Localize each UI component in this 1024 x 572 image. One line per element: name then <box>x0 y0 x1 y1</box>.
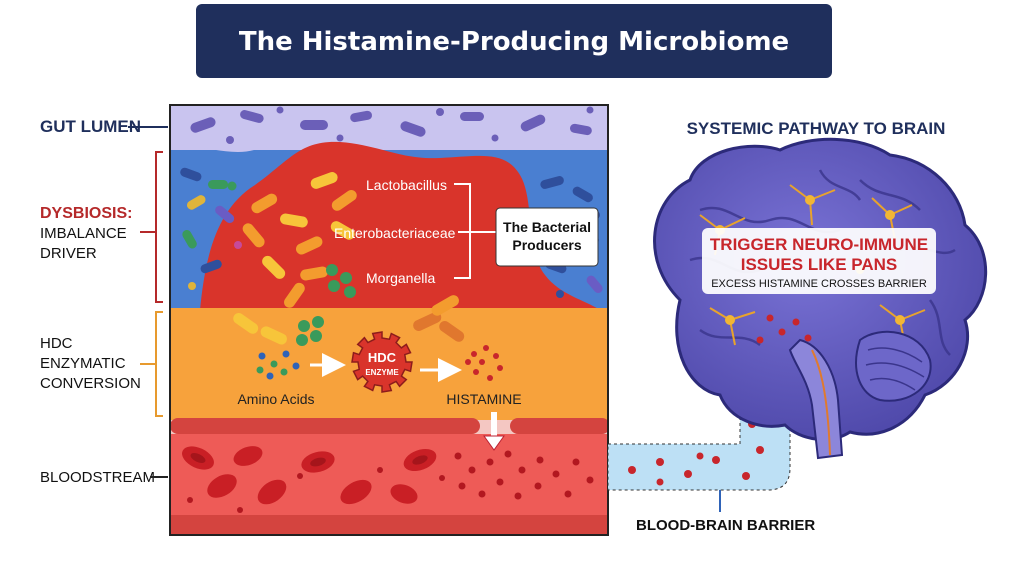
label-enzymatic: ENZYMATIC <box>40 355 126 372</box>
label-systemic-pathway: SYSTEMIC PATHWAY TO BRAIN <box>687 119 946 138</box>
lumen-bacteria <box>190 106 594 144</box>
dysbiosis-region <box>200 141 600 310</box>
label-histamine: HISTAMINE <box>446 391 521 407</box>
trigger-line1: TRIGGER NEURO-IMMUNE <box>710 235 928 254</box>
trigger-subtext: EXCESS HISTAMINE CROSSES BARRIER <box>711 278 927 290</box>
label-conversion: CONVERSION <box>40 375 141 392</box>
label-dysbiosis: DYSBIOSIS: <box>40 205 132 222</box>
trigger-line2: ISSUES LIKE PANS <box>741 255 898 274</box>
hdc-bracket <box>140 311 163 417</box>
trigger-callout: TRIGGER NEURO-IMMUNE ISSUES LIKE PANS EX… <box>702 228 936 294</box>
mucus-bacteria-left <box>180 167 242 290</box>
label-amino-acids: Amino Acids <box>237 391 314 407</box>
histamine-dots <box>465 345 503 381</box>
red-blood-cells <box>182 446 437 505</box>
enzyme-label-line1: HDC <box>368 350 397 365</box>
bloodstream-layer <box>170 434 608 520</box>
producers-line2: Producers <box>512 237 581 253</box>
bacterial-producers-box: The Bacterial Producers <box>495 207 599 267</box>
blood-histamine-dots <box>187 450 594 513</box>
gut-panel: HDC ENZYME <box>170 105 608 535</box>
left-labels: GUT LUMEN DYSBIOSIS: IMBALANCE DRIVER HD… <box>40 117 168 486</box>
arrow-to-bloodstream <box>483 412 505 451</box>
enzyme-label-line2: ENZYME <box>365 368 399 377</box>
dysbiosis-bacteria <box>242 172 357 308</box>
title-banner: The Histamine-Producing Microbiome <box>196 4 832 78</box>
hdc-enzyme-gear-icon: HDC ENZYME <box>351 331 413 393</box>
label-bloodstream: BLOODSTREAM <box>40 469 155 486</box>
label-enterobacteriaceae: Enterobacteriaceae <box>334 225 456 241</box>
producers-bracket <box>454 183 496 279</box>
dysbiosis-bracket <box>140 151 163 303</box>
label-hdc: HDC <box>40 335 73 352</box>
label-imbalance: IMBALANCE <box>40 225 127 242</box>
label-lactobacillus: Lactobacillus <box>366 177 447 193</box>
amino-acid-dots <box>256 350 300 380</box>
label-morganella: Morganella <box>366 270 435 286</box>
label-driver: DRIVER <box>40 245 97 262</box>
producers-line1: The Bacterial <box>503 219 591 235</box>
brain-icon <box>653 137 988 460</box>
label-gut-lumen: GUT LUMEN <box>40 117 141 136</box>
conversion-bacteria <box>233 295 465 346</box>
label-blood-brain-barrier: BLOOD-BRAIN BARRIER <box>636 517 815 534</box>
diagram-title: The Histamine-Producing Microbiome <box>239 27 789 57</box>
